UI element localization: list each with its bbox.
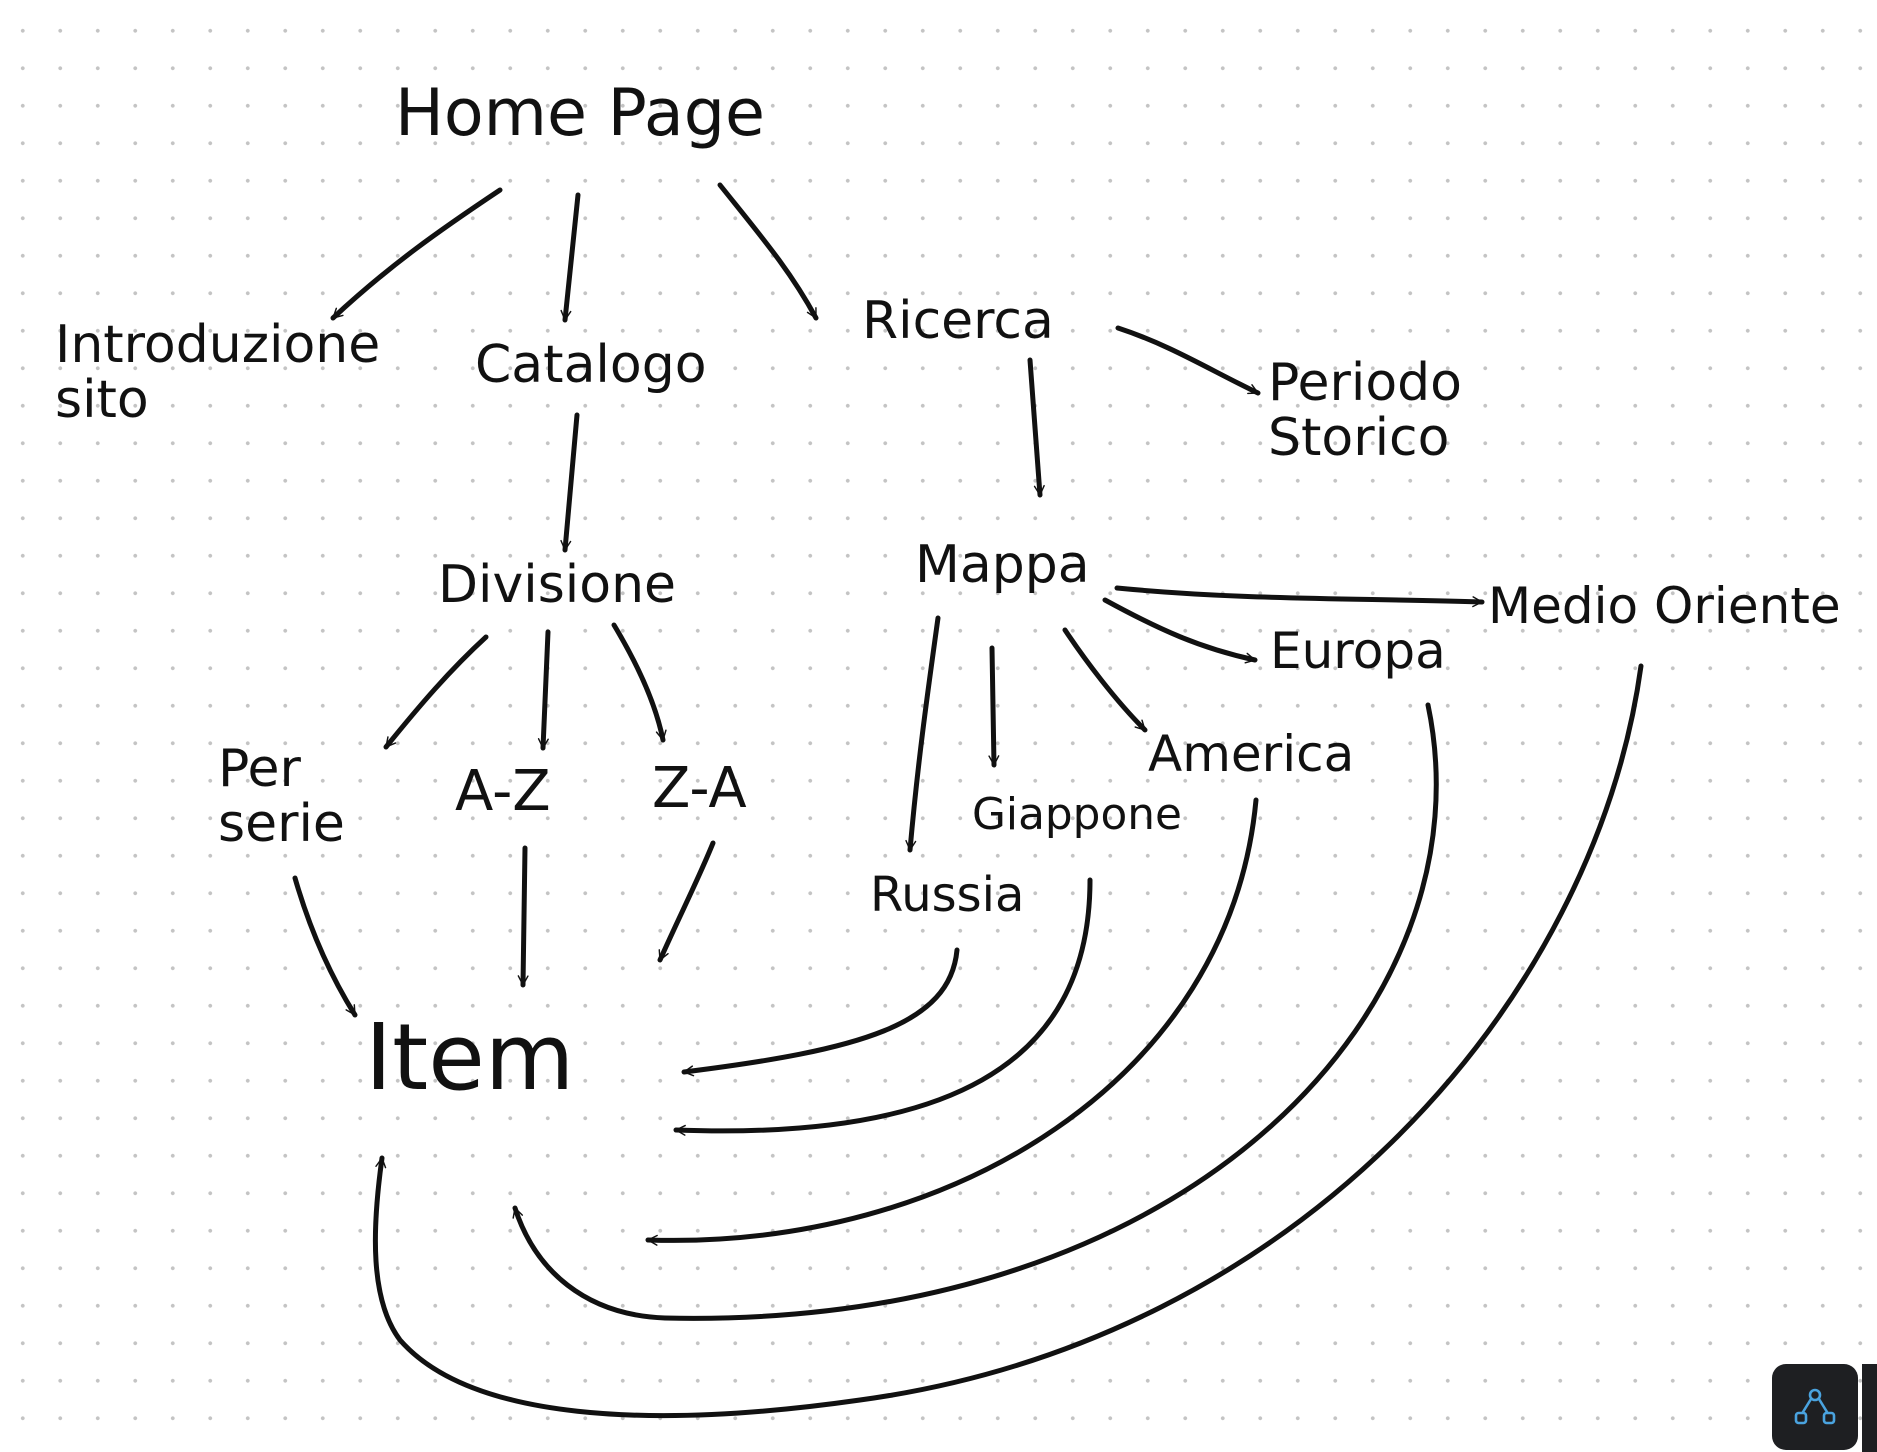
edge-home-to-intro <box>330 187 503 321</box>
node-europa: Europa <box>1270 625 1446 678</box>
node-label: Introduzione <box>55 315 381 375</box>
edge-ricerca-to-periodo <box>1115 325 1261 396</box>
node-mappa: Mappa <box>915 538 1090 593</box>
edge-mappa-to-europa <box>1102 597 1258 664</box>
node-label: serie <box>218 793 345 854</box>
node-label: Catalogo <box>475 335 707 395</box>
node-item: Item <box>365 1004 575 1111</box>
node-label: Per <box>218 739 301 799</box>
node-giappone: Giappone <box>972 792 1182 838</box>
panel-edge <box>1862 1364 1877 1452</box>
edge-divisione-to-az <box>537 629 551 751</box>
edge-layer <box>292 182 1644 1419</box>
diagram-tool-button[interactable] <box>1772 1364 1858 1450</box>
node-label: Medio Oriente <box>1488 577 1841 635</box>
edge-catalogo-to-divisione <box>560 412 580 553</box>
edge-mappa-to-giappone <box>988 645 1000 768</box>
node-label: Storico <box>1268 407 1450 468</box>
edge-america-to-item <box>645 797 1259 1246</box>
node-label: sito <box>55 369 149 430</box>
node-label: Mappa <box>915 535 1090 595</box>
edge-europa-to-item <box>512 702 1439 1321</box>
node-label: Home Page <box>395 76 765 151</box>
node-za: Z-A <box>652 756 747 821</box>
edge-ricerca-to-mappa <box>1027 357 1045 498</box>
node-home: Home Page <box>395 76 765 151</box>
node-america: America <box>1148 728 1354 781</box>
edge-serie-to-item <box>292 875 358 1018</box>
edge-divisione-to-za <box>611 622 667 743</box>
node-label: Z-A <box>652 756 747 821</box>
edge-giappone-to-item <box>673 877 1093 1136</box>
edge-home-to-catalogo <box>560 192 581 323</box>
edge-medio-to-item <box>372 663 1644 1419</box>
node-label: Periodo <box>1268 353 1462 413</box>
edge-mappa-to-america <box>1062 627 1148 733</box>
node-label: Russia <box>870 867 1025 923</box>
node-russia: Russia <box>870 867 1025 923</box>
node-label: Giappone <box>972 789 1182 840</box>
node-tree-icon <box>1794 1388 1836 1425</box>
edge-mappa-to-russia <box>905 615 941 853</box>
node-label: Europa <box>1270 622 1446 680</box>
edge-divisione-to-serie <box>383 634 489 750</box>
edge-za-to-item <box>657 840 716 963</box>
node-label: Item <box>365 1004 575 1111</box>
node-az: A-Z <box>455 759 551 824</box>
node-ricerca: Ricerca <box>862 294 1054 349</box>
node-label: Ricerca <box>862 291 1054 351</box>
node-label: A-Z <box>455 759 551 824</box>
node-medio: Medio Oriente <box>1488 580 1841 633</box>
node-label: America <box>1148 725 1355 783</box>
node-divisione: Divisione <box>438 558 676 613</box>
edge-mappa-to-medio <box>1114 585 1485 608</box>
edge-az-to-item <box>517 845 529 988</box>
node-catalogo: Catalogo <box>475 338 707 393</box>
node-label: Divisione <box>438 555 677 615</box>
edge-russia-to-item <box>681 947 960 1077</box>
edge-home-to-ricerca <box>717 182 819 321</box>
